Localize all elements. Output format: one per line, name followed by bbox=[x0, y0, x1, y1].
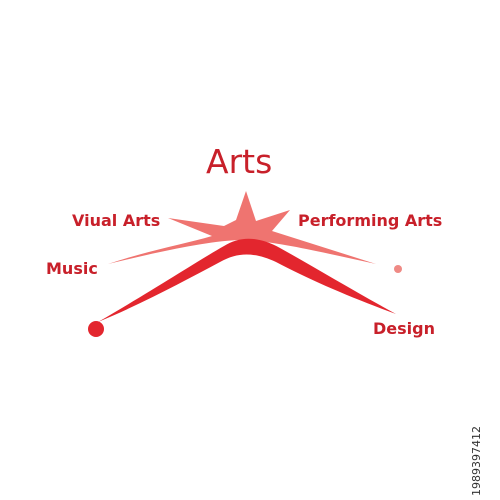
branch-label-design: Design bbox=[373, 319, 435, 338]
red-arch bbox=[98, 238, 396, 322]
dot-right bbox=[394, 265, 402, 273]
dot-left bbox=[88, 321, 104, 337]
light-burst bbox=[108, 191, 376, 264]
branch-label-music: Music bbox=[46, 259, 98, 278]
stock-id-watermark: 1989397412 bbox=[470, 426, 483, 496]
branch-label-visual-arts: Viual Arts bbox=[72, 211, 161, 230]
branch-label-performing-arts: Performing Arts bbox=[298, 211, 443, 230]
diagram-title: Arts bbox=[206, 142, 273, 181]
